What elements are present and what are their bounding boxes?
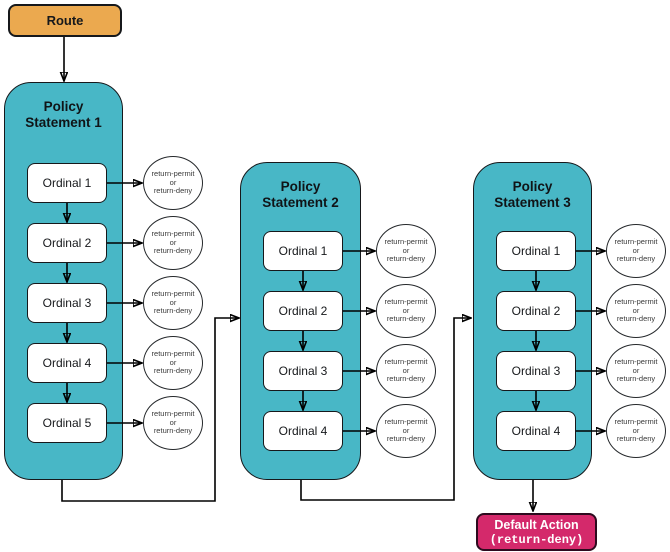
route-label: Route (46, 13, 84, 28)
ordinal-node-s2-3: Ordinal 3 (263, 351, 343, 391)
outcome-line: return-permit (614, 297, 658, 307)
outcome-line: return-deny (616, 434, 656, 444)
outcome-node-s2-4: return-permit or return-deny (376, 404, 436, 458)
outcome-line: return-permit (614, 417, 658, 427)
outcome-line: return-deny (616, 374, 656, 384)
ordinal-node-s1-3: Ordinal 3 (27, 283, 107, 323)
outcome-node-s3-3: return-permit or return-deny (606, 344, 666, 398)
outcome-line: return-deny (153, 186, 193, 196)
outcome-line: return-permit (151, 169, 195, 179)
outcome-line: or (169, 177, 177, 187)
ordinal-node-s2-4: Ordinal 4 (263, 411, 343, 451)
outcome-line: or (402, 305, 410, 315)
outcome-node-s2-3: return-permit or return-deny (376, 344, 436, 398)
default-action-label: Default Action (494, 518, 579, 532)
outcome-node-s3-2: return-permit or return-deny (606, 284, 666, 338)
outcome-node-s1-4: return-permit or return-deny (143, 336, 203, 390)
outcome-line: or (632, 365, 640, 375)
outcome-node-s2-1: return-permit or return-deny (376, 224, 436, 278)
outcome-node-s1-1: return-permit or return-deny (143, 156, 203, 210)
outcome-line: return-permit (384, 237, 428, 247)
policy-statement-3-title: Policy Statement 3 (474, 179, 591, 211)
ordinal-node-s3-1: Ordinal 1 (496, 231, 576, 271)
outcome-line: return-deny (153, 246, 193, 256)
outcome-line: or (632, 425, 640, 435)
outcome-line: return-permit (151, 289, 195, 299)
outcome-node-s1-3: return-permit or return-deny (143, 276, 203, 330)
outcome-line: or (632, 305, 640, 315)
ordinal-node-s1-2: Ordinal 2 (27, 223, 107, 263)
outcome-line: return-permit (614, 237, 658, 247)
outcome-node-s1-5: return-permit or return-deny (143, 396, 203, 450)
ordinal-node-s2-1: Ordinal 1 (263, 231, 343, 271)
ordinal-node-s3-4: Ordinal 4 (496, 411, 576, 451)
outcome-line: return-deny (386, 374, 426, 384)
outcome-line: return-deny (386, 254, 426, 264)
ordinal-node-s2-2: Ordinal 2 (263, 291, 343, 331)
policy-statement-1-title: Policy Statement 1 (5, 99, 122, 131)
outcome-node-s1-2: return-permit or return-deny (143, 216, 203, 270)
outcome-line: return-permit (614, 357, 658, 367)
policy-statement-2-title: Policy Statement 2 (241, 179, 360, 211)
title-line: Policy (43, 99, 84, 114)
ordinal-node-s3-2: Ordinal 2 (496, 291, 576, 331)
outcome-line: return-deny (153, 426, 193, 436)
outcome-line: or (632, 245, 640, 255)
title-line: Policy (280, 179, 321, 194)
outcome-line: return-deny (153, 366, 193, 376)
outcome-node-s3-4: return-permit or return-deny (606, 404, 666, 458)
outcome-line: or (402, 245, 410, 255)
route-node: Route (8, 4, 122, 37)
outcome-node-s3-1: return-permit or return-deny (606, 224, 666, 278)
title-line: Policy (512, 179, 553, 194)
title-line: Statement 2 (262, 195, 339, 210)
outcome-line: return-deny (616, 314, 656, 324)
title-line: Statement 1 (25, 115, 102, 130)
ordinal-node-s1-1: Ordinal 1 (27, 163, 107, 203)
ordinal-node-s1-4: Ordinal 4 (27, 343, 107, 383)
outcome-line: return-permit (384, 297, 428, 307)
ordinal-node-s1-5: Ordinal 5 (27, 403, 107, 443)
outcome-node-s2-2: return-permit or return-deny (376, 284, 436, 338)
outcome-line: or (169, 297, 177, 307)
ordinal-node-s3-3: Ordinal 3 (496, 351, 576, 391)
outcome-line: return-deny (153, 306, 193, 316)
title-line: Statement 3 (494, 195, 571, 210)
outcome-line: return-deny (616, 254, 656, 264)
default-action-node: Default Action (return-deny) (476, 513, 597, 551)
outcome-line: or (169, 237, 177, 247)
outcome-line: return-deny (386, 314, 426, 324)
outcome-line: return-permit (151, 229, 195, 239)
outcome-line: return-deny (386, 434, 426, 444)
default-action-code: (return-deny) (489, 533, 584, 547)
